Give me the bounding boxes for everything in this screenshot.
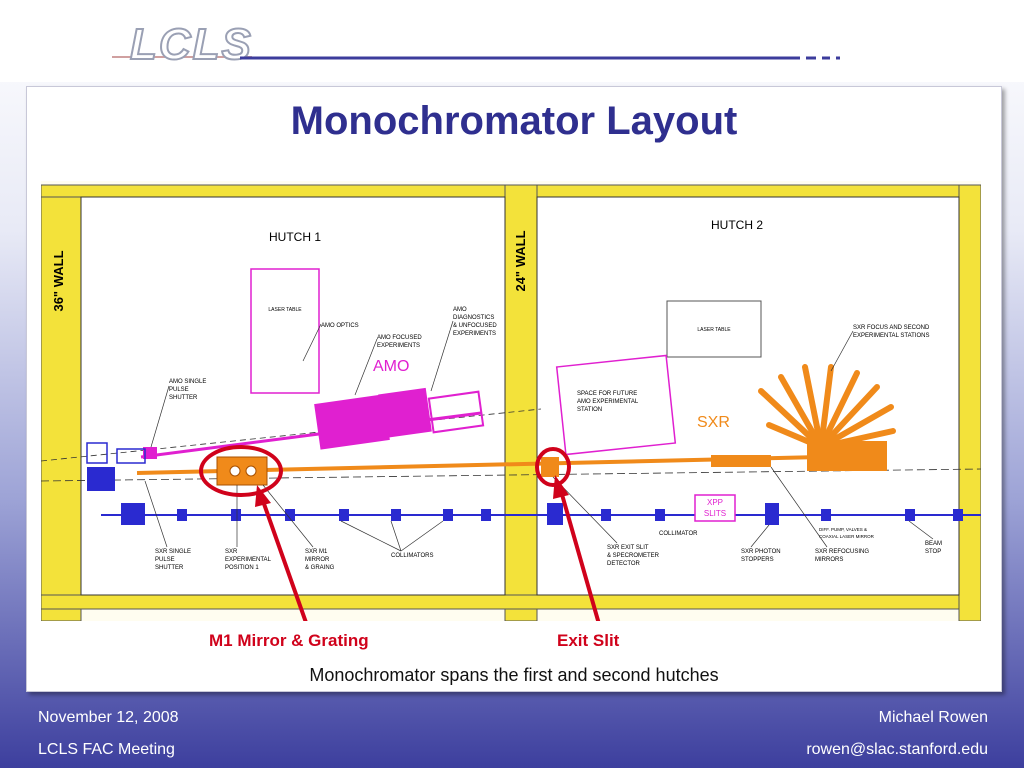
future-station-line3: STATION — [577, 407, 602, 413]
m1-highlight-circle — [199, 445, 283, 497]
m1-arrow — [255, 485, 308, 621]
amo-diag-1: AMO — [453, 307, 467, 313]
beam-stop-2: STOP — [925, 549, 941, 555]
diff-1: DIFF. PUMP, VALVES & — [819, 527, 867, 532]
lower-beamline-elements — [121, 503, 963, 525]
amo-chamber-2 — [378, 387, 432, 439]
refocus-2: MIRRORS — [815, 557, 843, 563]
amo-label: AMO — [373, 358, 409, 375]
exit-slit-2: & SPECROMETER — [607, 553, 660, 559]
laser-table-2-label: LASER TABLE — [697, 327, 731, 333]
laser-table-2 — [666, 300, 762, 358]
m1-port-2 — [245, 465, 257, 477]
wall-bottom — [41, 594, 981, 610]
amo-shutter — [143, 447, 157, 459]
future-station-line2: AMO EXPERIMENTAL — [577, 399, 639, 405]
footer-author: Michael Rowen — [878, 709, 988, 726]
hutch1-area — [80, 196, 506, 596]
xpp-slits-box — [694, 494, 736, 522]
beamline-diagram: 36" WALL 24" WALL HUTCH 1 HUTCH 2 LASER … — [41, 181, 981, 621]
amo-guide-line — [41, 408, 542, 462]
amo-focused-2: EXPERIMENTS — [377, 343, 420, 349]
amo-focused-1: AMO FOCUSED — [377, 335, 422, 341]
upstream-box-3 — [116, 448, 146, 464]
upper-leader-lines — [150, 320, 854, 448]
future-station-box — [555, 354, 677, 456]
amo-chamber-3 — [427, 390, 485, 434]
upstream-box-2 — [87, 467, 115, 491]
sxr-focus-1: SXR FOCUS AND SECOND — [853, 325, 930, 331]
wall-right — [958, 184, 981, 621]
footer-date: November 12, 2008 — [38, 709, 179, 726]
slide-panel: Monochromator Layout 36" WALL 24" WALL H… — [26, 86, 1002, 692]
sxr-label: SXR — [697, 414, 730, 431]
hutch1-label: HUTCH 1 — [269, 230, 321, 244]
logo-swoosh-icon — [112, 56, 252, 58]
wall-36-label: 36" WALL — [51, 250, 66, 311]
slide-title: Monochromator Layout — [290, 99, 738, 143]
exit-slit-1: SXR EXIT SLIT — [607, 545, 649, 551]
refocus-1: SXR REFOCUSING — [815, 549, 869, 555]
logo-text: LCLS — [129, 19, 253, 70]
header-rule — [240, 56, 840, 60]
exit-slit-assembly — [541, 457, 559, 477]
exit-slit-callout-label: Exit Slit — [557, 631, 620, 650]
sxr-exp-2: EXPERIMENTAL — [225, 557, 272, 563]
amo-diag-2: DIAGNOSTICS — [453, 315, 494, 321]
amo-single-3: SHUTTER — [169, 395, 198, 401]
hutch2-label: HUTCH 2 — [711, 218, 763, 232]
laser-table-1-label: LASER TABLE — [268, 307, 302, 313]
amo-diag-3: & UNFOCUSED — [453, 323, 497, 329]
future-station-line1: SPACE FOR FUTURE — [577, 391, 637, 397]
lower-labels: SXR SINGLE PULSE SHUTTER SXR EXPERIMENTA… — [155, 527, 942, 571]
amo-chamber-1 — [314, 394, 390, 450]
collimators-label: COLLIMATORS — [391, 553, 433, 559]
wall-36 — [41, 184, 82, 621]
sxr-m1-2: MIRROR — [305, 557, 330, 563]
sxr-station-base — [807, 441, 887, 471]
wall-24-label: 24" WALL — [513, 230, 528, 291]
hutch2-area — [536, 196, 960, 596]
sxr-refocus-assembly — [711, 455, 771, 467]
laser-table-1 — [250, 268, 320, 394]
beam-stop-1: BEAM — [925, 541, 942, 547]
m1-port-1 — [229, 465, 241, 477]
sxr-single-3: SHUTTER — [155, 565, 184, 571]
m1-mirror-chamber — [216, 456, 268, 486]
amo-optics-label: AMO OPTICS — [321, 323, 359, 329]
upper-labels: AMO OPTICS AMO FOCUSED EXPERIMENTS AMO D… — [169, 307, 930, 401]
amo-diag-4: EXPERIMENTS — [453, 331, 496, 337]
exit-slit-highlight-circle — [535, 447, 571, 487]
slide-caption: Monochromator spans the first and second… — [309, 665, 719, 685]
sxr-m1-3: & GRAING — [305, 565, 335, 571]
exit-slit-3: DETECTOR — [607, 561, 641, 567]
photon-1: SXR PHOTON — [741, 549, 781, 555]
wall-24 — [504, 184, 538, 621]
sxr-single-1: SXR SINGLE — [155, 549, 191, 555]
sxr-focus-2: EXPERIMENTAL STATIONS — [853, 333, 929, 339]
amo-single-2: PULSE — [169, 387, 189, 393]
upstream-box-1 — [86, 442, 108, 464]
sxr-single-2: PULSE — [155, 557, 175, 563]
sxr-exp-1: SXR — [225, 549, 238, 555]
xpp-label-1: XPP — [707, 498, 723, 507]
collimator-label: COLLIMATOR — [659, 531, 698, 537]
exit-slit-arrow — [553, 475, 601, 621]
m1-callout-label: M1 Mirror & Grating — [209, 631, 369, 650]
footer-email: rowen@slac.stanford.edu — [806, 741, 988, 758]
photon-2: STOPPERS — [741, 557, 774, 563]
header-bar: LCLS — [0, 0, 1024, 82]
amo-single-1: AMO SINGLE — [169, 379, 206, 385]
xpp-label-2: SLITS — [704, 509, 726, 518]
sxr-exp-3: POSITION 1 — [225, 565, 259, 571]
sxr-m1-1: SXR M1 — [305, 549, 328, 555]
footer-meeting: LCLS FAC Meeting — [38, 741, 175, 758]
diff-2: COAXIAL LASER MIRROR — [819, 534, 875, 539]
lcls-logo: LCLS — [112, 18, 252, 72]
